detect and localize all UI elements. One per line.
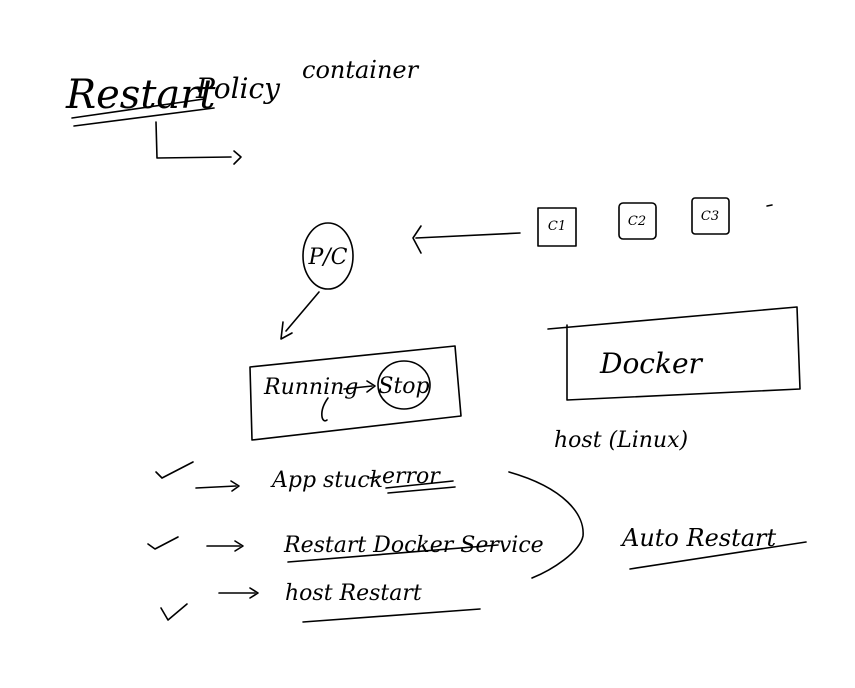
policy-to-state-arrowhead — [280, 321, 293, 340]
docker-box-outline — [547, 306, 801, 401]
trigger-arrow-1-head — [230, 480, 240, 492]
outcome-label: Auto Restart — [620, 524, 777, 552]
trigger-label-1: App stuck — [270, 468, 383, 493]
trigger-check-1 — [155, 461, 194, 479]
container-label-c2: C2 — [628, 214, 646, 229]
state-box: Running Stop — [249, 345, 462, 441]
policy-node-label: P/C — [307, 245, 347, 270]
state-from-underline — [321, 397, 329, 422]
trigger-label-3: host Restart — [285, 581, 422, 606]
trigger-label-2: Restart Docker Service — [283, 533, 544, 558]
containers-trailing-dash — [766, 204, 773, 207]
trigger-1-underline-a — [385, 480, 454, 489]
trigger-arrow-1-line — [195, 485, 237, 489]
containers-group: C1 C2 C3 — [537, 197, 773, 247]
trigger-1-underline-b — [387, 486, 456, 494]
outcome-underline — [629, 541, 807, 570]
state-to-circle — [377, 360, 431, 410]
policy-to-state-line — [285, 291, 320, 332]
docker-host: Docker host (Linux) — [547, 306, 801, 453]
host-label: host (Linux) — [554, 428, 688, 453]
title-underline-2 — [73, 107, 215, 127]
outcome-group: Auto Restart — [620, 524, 807, 570]
trigger-arrow-2-head — [234, 540, 244, 552]
container-box-c2 — [618, 202, 657, 240]
state-box-outline — [249, 345, 462, 441]
state-transition-line — [343, 385, 373, 390]
container-label-c3: C3 — [701, 209, 719, 224]
trigger-group-brace — [508, 471, 584, 579]
trigger-2-underline — [287, 544, 499, 563]
docker-box-label: Docker — [599, 347, 704, 380]
trigger-list: App stuck error Restart Docker Service h… — [147, 461, 544, 623]
state-from-label: Running — [263, 375, 358, 400]
policy-node-outline — [302, 222, 354, 290]
container-box-c1 — [537, 207, 577, 247]
containers-to-policy-line — [415, 232, 521, 239]
trigger-check-3 — [160, 603, 188, 621]
trigger-arrow-3-head — [249, 587, 259, 599]
container-box-c3 — [691, 197, 730, 235]
title-underline-1 — [71, 98, 205, 119]
title-pointer-arrowhead — [233, 150, 242, 165]
containers-to-policy-arrowhead — [412, 225, 422, 254]
container-label-c1: C1 — [548, 219, 566, 234]
title-word-policy: Policy — [195, 72, 281, 105]
policy-node: P/C — [302, 222, 354, 290]
trigger-3-underline — [302, 608, 481, 623]
state-to-label: Stop — [378, 374, 429, 399]
state-transition-arrowhead — [366, 380, 376, 393]
title-group: Restart Policy container — [65, 56, 420, 165]
title-pointer-line — [155, 121, 232, 159]
title-word-container: container — [302, 56, 420, 84]
trigger-1-dash — [369, 476, 379, 479]
trigger-check-2 — [147, 536, 179, 550]
